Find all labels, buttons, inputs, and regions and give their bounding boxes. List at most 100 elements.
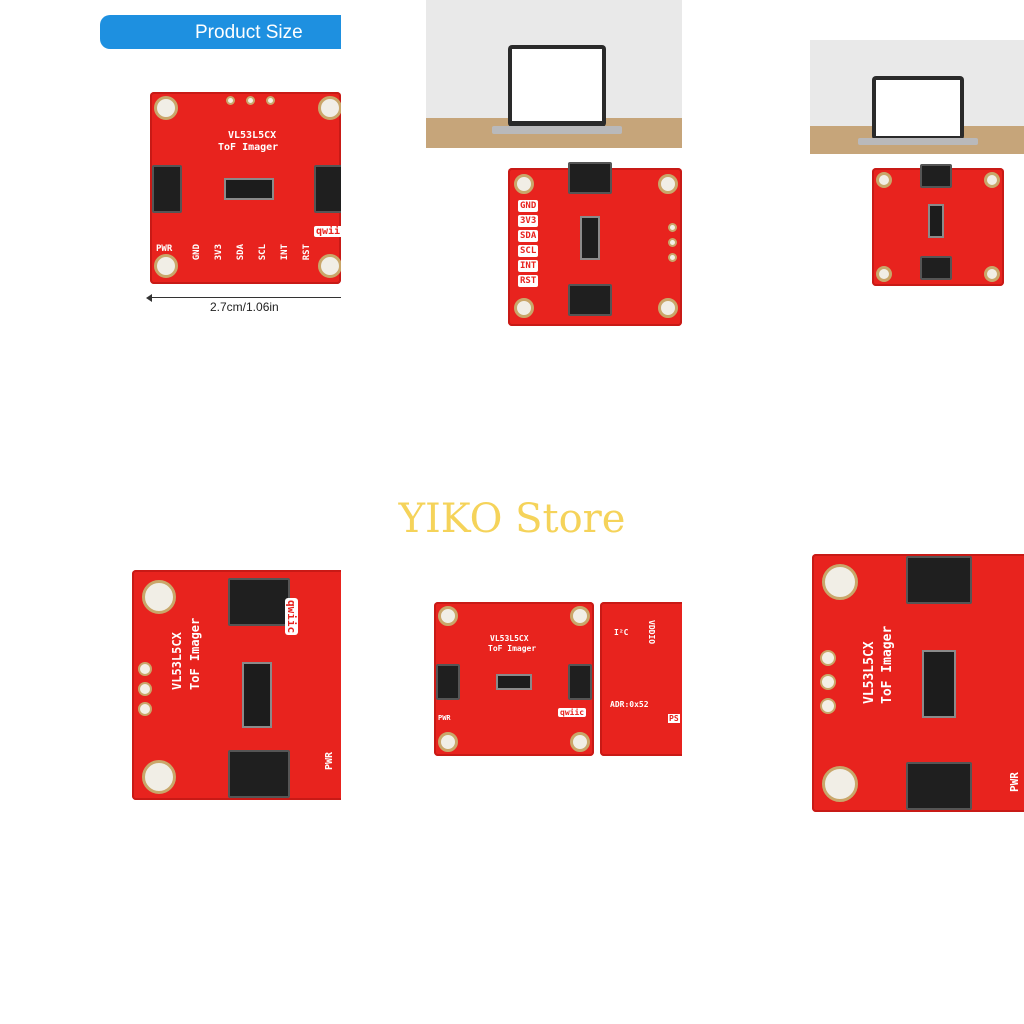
tof-sensor <box>242 662 272 728</box>
qwiic-connector-bottom <box>568 284 612 316</box>
qwiic-connector-top <box>906 556 972 604</box>
pcb-front-photo: VL53L5CX ToF Imager qwiic PWR <box>434 602 594 756</box>
pin-hole <box>138 702 152 716</box>
mount-hole <box>142 760 176 794</box>
qwiic-connector-bottom <box>228 750 290 798</box>
vddio-label: VDDIO <box>647 620 656 645</box>
pcb-closeup-photo: VL53L5CX ToF Imager PWR <box>812 554 1024 812</box>
mount-hole <box>154 254 178 278</box>
board-subtitle: ToF Imager <box>880 625 895 704</box>
pin-hole <box>226 96 235 105</box>
pin-label-int: INT <box>518 260 539 272</box>
pwr-label: PWR <box>156 244 173 254</box>
board-title: VL53L5CX <box>490 634 529 643</box>
pin-hole <box>138 662 152 676</box>
address-label: ADR:0x52 <box>610 700 649 709</box>
mount-hole <box>984 172 1000 188</box>
qwiic-connector-bottom <box>906 762 972 810</box>
product-size-tile: Product Size VL53L5CX ToF Imager qwiic P… <box>100 0 341 330</box>
mount-hole <box>514 174 534 194</box>
pin-hole <box>138 682 152 696</box>
mount-hole <box>570 732 590 752</box>
ps-label: PS <box>668 714 680 723</box>
pin-hole <box>246 96 255 105</box>
tof-sensor <box>224 178 274 200</box>
pcb-rotated-photo: GND 3V3 SDA SCL INT RST <box>508 162 682 326</box>
qwiic-label: qwiic <box>285 598 298 636</box>
laptop-screen <box>508 45 606 127</box>
pin-hole <box>820 650 836 666</box>
mount-hole <box>658 298 678 318</box>
pin-label-3v3: 3V3 <box>214 244 224 261</box>
closeup-tile-1: VL53L5CX ToF Imager qwiic PWR <box>128 570 341 802</box>
mount-hole <box>984 266 1000 282</box>
pin-label-gnd: GND <box>518 200 539 212</box>
qwiic-connector-left <box>152 165 182 213</box>
laptop-scene-tile-2 <box>810 40 1024 290</box>
pin-hole <box>266 96 275 105</box>
qwiic-connector-left <box>436 664 460 700</box>
board-subtitle: ToF Imager <box>488 644 537 653</box>
board-title: VL53L5CX <box>862 641 877 704</box>
mount-hole <box>658 174 678 194</box>
mount-hole <box>822 564 858 600</box>
laptop-scene-tile-1: GND 3V3 SDA SCL INT RST <box>426 0 682 330</box>
mount-hole <box>154 96 178 120</box>
qwiic-connector-top <box>568 162 612 194</box>
product-size-header: Product Size <box>195 22 303 43</box>
arrow-head <box>146 294 152 302</box>
pin-label-gnd: GND <box>192 244 202 261</box>
qwiic-connector-right <box>568 664 592 700</box>
pcb-closeup-photo: VL53L5CX ToF Imager qwiic PWR <box>132 570 341 800</box>
mount-hole <box>318 96 341 120</box>
dimension-arrow <box>148 297 341 298</box>
tof-sensor <box>928 204 944 238</box>
closeup-tile-2: VL53L5CX ToF Imager PWR <box>810 552 1024 814</box>
mount-hole <box>142 580 176 614</box>
laptop-display <box>876 80 960 136</box>
mount-hole <box>876 172 892 188</box>
pcb-back-photo: I²C VDDIO ADR:0x52 PS <box>600 602 682 756</box>
pin-label-3v3: 3V3 <box>518 215 539 227</box>
dimension-label: 2.7cm/1.06in <box>210 300 279 314</box>
laptop-screen <box>872 76 964 140</box>
pin-hole <box>668 223 677 232</box>
pin-label-rst: RST <box>518 275 539 287</box>
tof-sensor <box>922 650 956 718</box>
qwiic-connector-top <box>920 164 952 188</box>
pin-hole <box>820 698 836 714</box>
product-size-banner: Product Size <box>100 15 341 49</box>
qwiic-label: qwiic <box>314 226 341 237</box>
board-subtitle: ToF Imager <box>188 617 202 690</box>
qwiic-connector-bottom <box>920 256 952 280</box>
pwr-label: PWR <box>324 751 335 770</box>
pin-label-row: GND 3V3 SDA SCL INT RST <box>192 244 332 274</box>
pcb-rotated-photo <box>872 164 1004 286</box>
tof-sensor <box>580 216 600 260</box>
laptop-base <box>858 138 978 145</box>
mount-hole <box>438 606 458 626</box>
pin-label-sda: SDA <box>236 244 246 261</box>
laptop-display <box>512 49 602 121</box>
mount-hole <box>876 266 892 282</box>
qwiic-label: qwiic <box>558 708 587 717</box>
qwiic-connector-right <box>314 165 341 213</box>
pwr-label: PWR <box>1008 772 1021 792</box>
tof-sensor <box>496 674 532 690</box>
pin-label-sda: SDA <box>518 230 539 242</box>
pcb-front-photo: VL53L5CX ToF Imager qwiic PWR GND 3V3 SD… <box>150 92 341 284</box>
pin-hole <box>668 253 677 262</box>
front-back-tile: VL53L5CX ToF Imager qwiic PWR I²C VDDIO … <box>432 600 682 760</box>
pin-hole <box>820 674 836 690</box>
pin-label-rst: RST <box>302 244 312 261</box>
pin-label-int: INT <box>280 244 290 261</box>
board-subtitle: ToF Imager <box>218 142 279 153</box>
mount-hole <box>318 254 341 278</box>
pin-label-scl: SCL <box>518 245 539 257</box>
i2c-label: I²C <box>614 628 629 637</box>
board-title: VL53L5CX <box>228 130 277 141</box>
laptop-base <box>492 126 622 134</box>
pin-hole <box>668 238 677 247</box>
pwr-label: PWR <box>438 714 451 722</box>
qwiic-connector-top <box>228 578 290 626</box>
